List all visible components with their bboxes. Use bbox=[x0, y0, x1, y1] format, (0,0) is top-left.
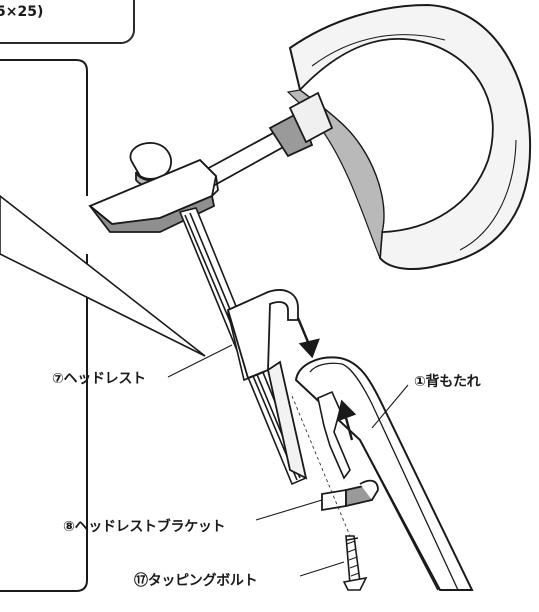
headrest-label: ⑦ヘッドレスト bbox=[52, 371, 146, 387]
tapping-bolt bbox=[342, 535, 368, 591]
header-tab-text: 5×25) bbox=[0, 4, 44, 20]
arrow-down bbox=[296, 317, 320, 359]
backrest bbox=[294, 356, 474, 591]
headrest-bracket bbox=[321, 479, 379, 512]
callout-pointer bbox=[0, 194, 206, 357]
header-tab: 5×25) bbox=[0, 0, 135, 44]
backrest-label: ①背もたれ bbox=[414, 374, 481, 390]
connector-shaft bbox=[203, 91, 334, 188]
guide-line bbox=[291, 395, 351, 537]
arrow-up bbox=[336, 399, 357, 441]
headrest-cushion bbox=[286, 3, 532, 270]
headrest-plate bbox=[88, 158, 219, 233]
headrest-hook bbox=[226, 289, 308, 480]
callout-frame bbox=[0, 59, 88, 592]
bolt-label: ⑰タッピングボルト bbox=[134, 573, 258, 589]
leader-lines bbox=[167, 344, 409, 577]
bracket-label: ⑧ヘッドレストブラケット bbox=[63, 519, 226, 535]
